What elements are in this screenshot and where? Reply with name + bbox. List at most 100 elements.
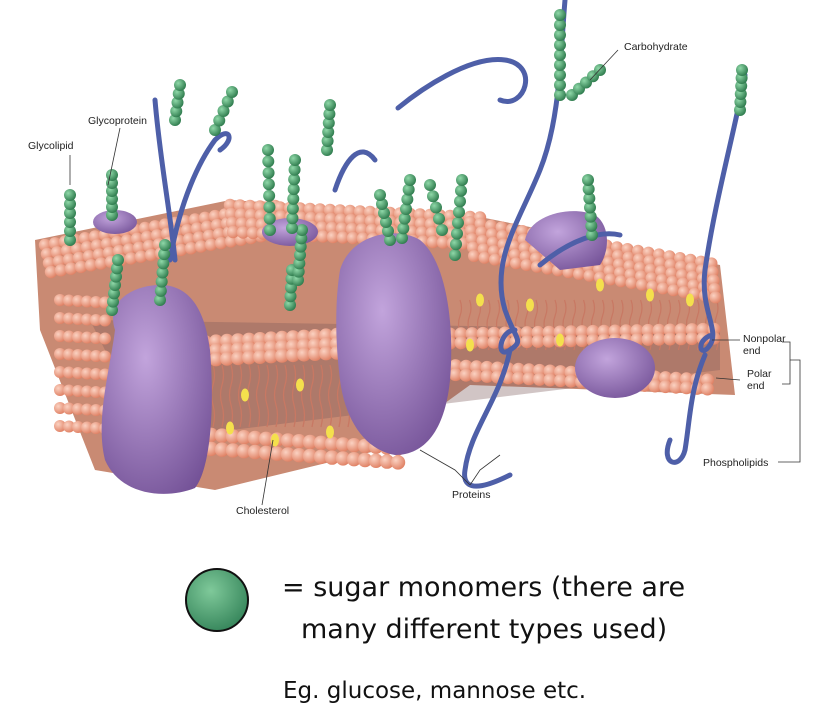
phospholipid-head — [414, 217, 428, 230]
sugar-bead — [453, 206, 465, 219]
sugar-bead — [450, 238, 462, 251]
protein-center — [336, 233, 452, 455]
phospholipid-head — [291, 434, 307, 449]
example-text: Eg. glucose, mannose etc. — [283, 678, 587, 704]
phospholipid-head — [575, 334, 589, 348]
phospholipid-head — [336, 231, 350, 244]
sugar-bead — [396, 232, 408, 244]
phospholipid-head — [615, 275, 627, 288]
sugar-bead — [262, 166, 275, 179]
phospholipid-head — [225, 443, 241, 458]
phospholipid-head — [90, 404, 102, 416]
phospholipid-head — [313, 203, 327, 216]
sugar-bead — [452, 216, 464, 229]
phospholipid-head — [54, 330, 66, 342]
protein-chains — [152, 0, 748, 489]
label-polar-end: end — [747, 380, 765, 392]
phospholipid-head — [90, 332, 102, 344]
phospholipid-head — [236, 226, 250, 239]
cholesterol-dot — [646, 288, 654, 302]
phospholipid-head — [669, 380, 683, 394]
phospholipid-head — [520, 335, 534, 349]
cholesterol-dot — [476, 293, 484, 307]
phospholipid-head — [54, 294, 66, 306]
sugar-bead — [289, 154, 301, 166]
protein-right-lower — [575, 338, 655, 398]
lipid-tail — [327, 364, 333, 428]
phospholipid-head — [124, 252, 138, 265]
sugar-bead — [296, 224, 308, 236]
phospholipid-head — [413, 208, 427, 221]
phospholipid-head — [597, 324, 611, 338]
cholesterol-dot — [326, 425, 334, 439]
phospholipid-head — [685, 332, 699, 346]
sugar-bead — [554, 49, 566, 61]
phospholipid-head — [663, 323, 677, 337]
phospholipid-head — [246, 226, 260, 240]
sugar-bead — [324, 99, 336, 111]
phospholipid-head — [487, 335, 501, 349]
phospholipid-head — [368, 453, 384, 468]
phospholipid-head — [364, 214, 378, 228]
phospholipid-head — [226, 225, 240, 239]
phospholipid-head — [652, 332, 666, 346]
phospholipid-head — [678, 286, 690, 298]
sugar-bead — [285, 281, 297, 294]
label-leader-lines — [69, 49, 801, 506]
phospholipid-head — [324, 212, 338, 226]
phospholipid-head — [608, 324, 622, 338]
phospholipid-head — [476, 335, 490, 349]
phospholipid-head — [636, 278, 648, 291]
phospholipid-head — [99, 332, 111, 345]
phospholipid-head — [667, 284, 680, 297]
phospholipid-head — [625, 277, 638, 289]
phospholipid-head — [269, 446, 285, 461]
phospholipid-head — [470, 360, 483, 374]
sugar-bead — [262, 178, 275, 191]
phospholipid-head — [346, 438, 362, 453]
phospholipid-head — [94, 257, 108, 270]
phospholipid-head — [575, 325, 589, 339]
phospholipid-head — [586, 324, 600, 338]
phospholipid-head — [90, 314, 102, 326]
phospholipid-head — [253, 200, 267, 213]
phospholipid-head — [696, 322, 710, 336]
phospholipid-head — [531, 325, 545, 339]
carbohydrate-chains — [64, 9, 748, 316]
lipid-tail — [237, 364, 243, 428]
sugar-bead — [397, 222, 410, 235]
sugar-bead — [436, 224, 448, 236]
phospholipid-head — [174, 243, 188, 257]
lipid-tail — [291, 364, 297, 428]
phospholipid-head — [234, 208, 248, 221]
sugar-bead — [172, 87, 185, 100]
phospholipid-head — [487, 326, 501, 340]
phospholipid-head — [74, 260, 88, 274]
protein-left — [101, 285, 212, 494]
phospholipid-head — [72, 421, 84, 433]
label-glycolipid: Glycolipid — [28, 140, 74, 152]
cholesterol-dot — [686, 293, 694, 307]
sugar-bead — [156, 266, 169, 279]
phospholipid-head — [480, 360, 494, 374]
phospholipid-head — [604, 273, 617, 286]
phospholipid-head — [63, 402, 75, 415]
phospholipid-head — [533, 363, 546, 377]
sugar-bead — [263, 212, 276, 225]
phospholipid-head — [63, 312, 75, 325]
lipid-tail — [255, 364, 261, 428]
phospholipid-head — [275, 348, 289, 363]
phospholipid-head — [223, 198, 237, 212]
phospholipid-head — [659, 371, 672, 385]
phospholipid-head — [224, 207, 238, 221]
sugar-bead — [321, 135, 334, 147]
phospholipid-head — [333, 204, 347, 217]
phospholipid-head — [543, 373, 557, 387]
cholesterol-dot — [226, 421, 234, 435]
cholesterol-dot — [526, 298, 534, 312]
sugar-bead — [262, 144, 274, 156]
phospholipid-head — [324, 450, 340, 465]
phospholipid-head — [63, 384, 75, 397]
label-proteins: Proteins — [452, 489, 491, 501]
sugar-bead — [321, 144, 333, 156]
